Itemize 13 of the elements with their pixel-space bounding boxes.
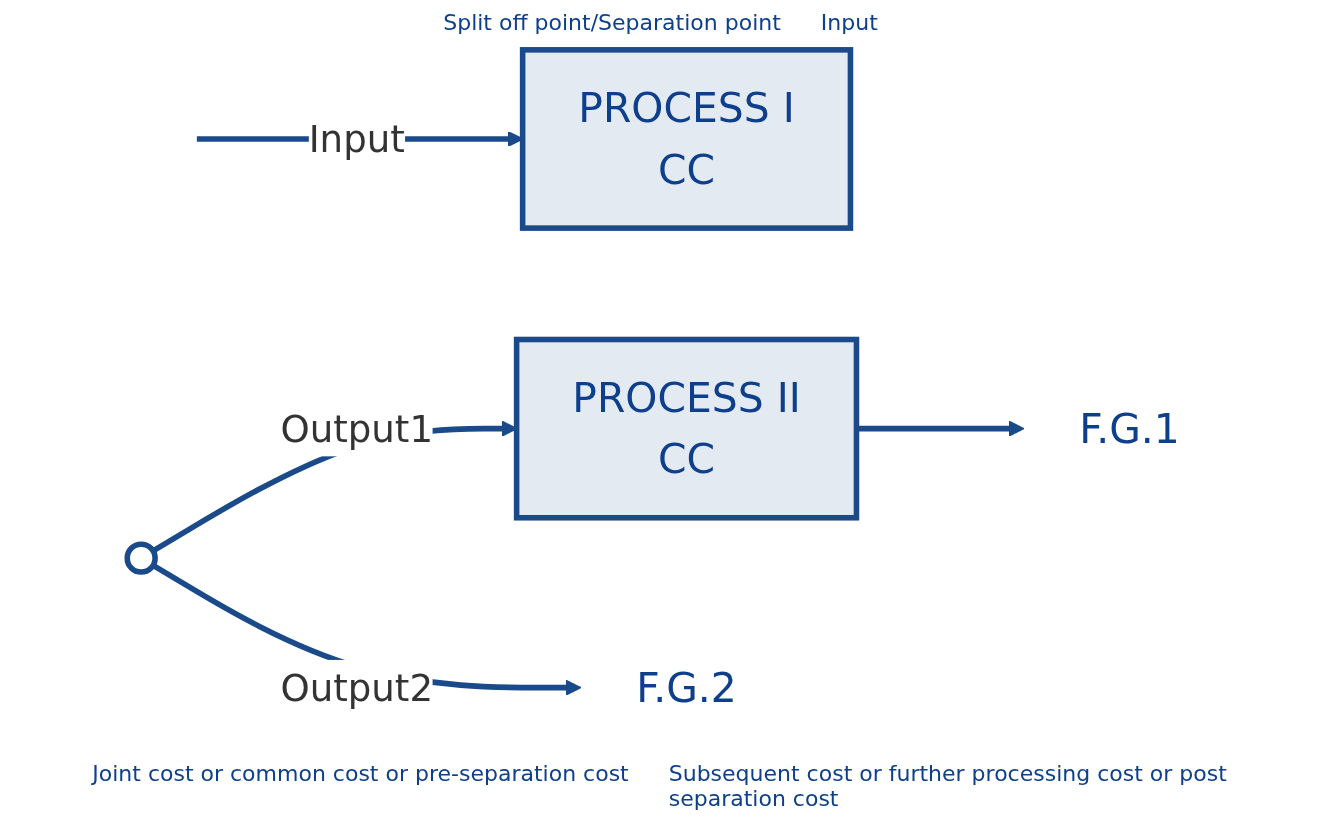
cost-note: Subsequent cost or further processing cost or post separation cost (668, 761, 1228, 811)
cost-note: Joint cost or common cost or pre-separation cost (92, 761, 629, 788)
edge-label: Output1 (280, 406, 434, 451)
input-label: Input (820, 10, 878, 35)
edge-label: Input (308, 116, 405, 162)
node-circle (124, 541, 158, 575)
node-box: PROCESS II CC (513, 336, 860, 521)
node-box: PROCESS I CC (519, 47, 854, 231)
arrow (856, 420, 1025, 437)
split-off-label: Split off point/Separation point (443, 10, 781, 35)
edge-label: Output2 (280, 665, 434, 710)
node-text: F.G.2 (636, 664, 737, 711)
node-text: F.G.1 (1079, 405, 1180, 452)
